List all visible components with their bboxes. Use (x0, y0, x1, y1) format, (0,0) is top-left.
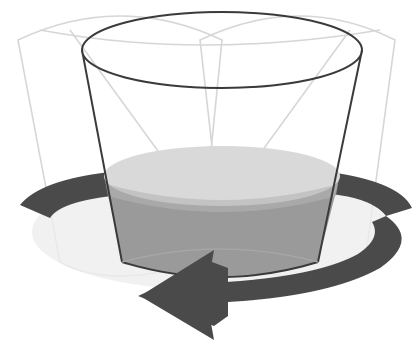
cup-rim (82, 12, 362, 88)
liquid (104, 146, 340, 276)
